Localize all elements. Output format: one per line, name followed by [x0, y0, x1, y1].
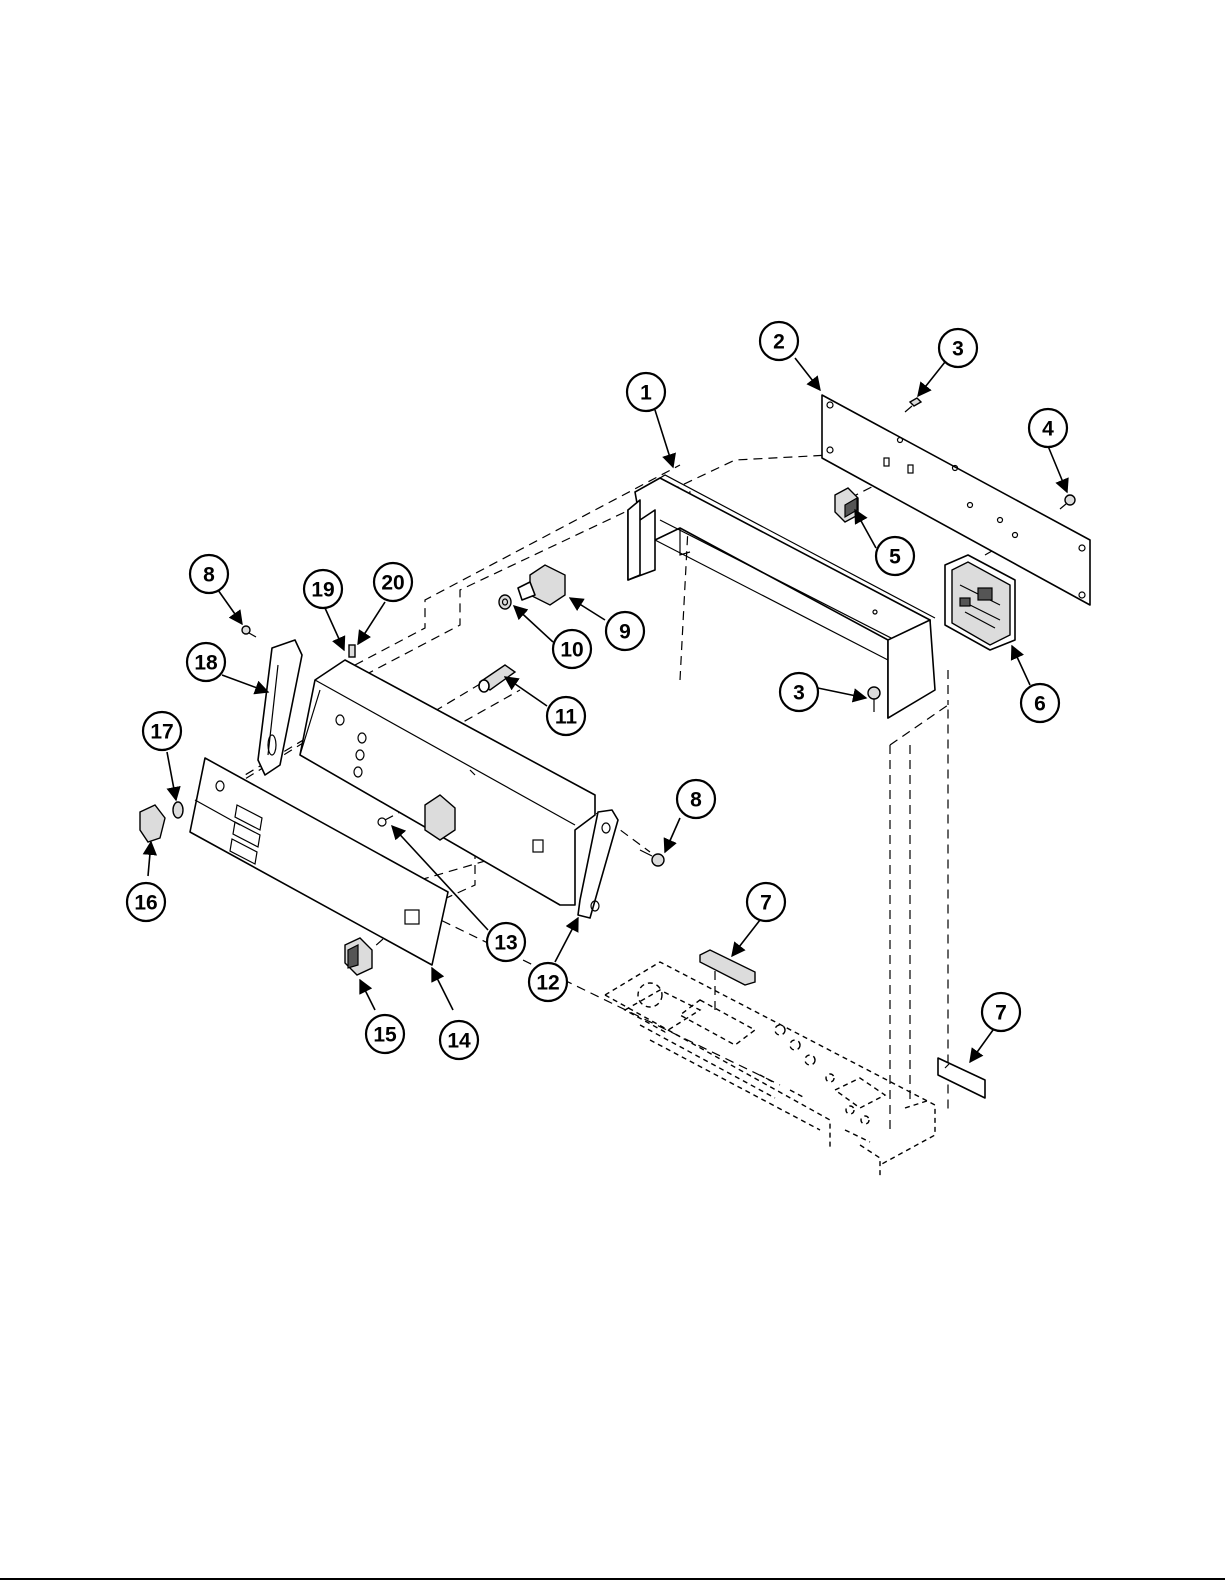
callout-10: 10: [553, 630, 591, 668]
callout-label: 2: [773, 331, 785, 354]
callout-label: 14: [447, 1030, 471, 1053]
callout-label: 9: [619, 621, 631, 644]
callout-label: 6: [1034, 693, 1046, 716]
callout-3: 3: [780, 673, 818, 711]
callout-11: 11: [547, 697, 585, 735]
console-top-panel: [628, 475, 935, 718]
cabinet-top-outline: [605, 962, 935, 1178]
callout-13: 13: [487, 923, 525, 961]
callout-label: 1: [640, 382, 652, 405]
callout-3: 3: [939, 329, 977, 367]
screw-icon: [640, 850, 664, 866]
screw-icon: [349, 645, 355, 657]
callout-label: 11: [555, 706, 578, 729]
knob-icon: [140, 805, 165, 842]
callout-19: 19: [304, 570, 342, 608]
callout-5: 5: [876, 537, 914, 575]
callout-9: 9: [606, 612, 644, 650]
callout-6: 6: [1021, 684, 1059, 722]
indicator-light-icon: [479, 665, 515, 692]
callout-label: 8: [690, 789, 702, 812]
callout-8: 8: [190, 555, 228, 593]
label-decal: [700, 950, 755, 985]
washer-icon: [173, 802, 183, 818]
callout-label: 10: [560, 639, 583, 662]
screw-icon: [868, 687, 880, 712]
callout-label: 4: [1042, 418, 1054, 441]
page-bottom-rule: [0, 1578, 1225, 1580]
callout-label: 3: [793, 682, 805, 705]
label-decal: [938, 1058, 985, 1098]
callout-16: 16: [127, 883, 165, 921]
callout-2: 2: [760, 322, 798, 360]
callout-7: 7: [982, 993, 1020, 1031]
callout-label: 3: [952, 338, 964, 361]
callout-label: 16: [134, 892, 157, 915]
washer-icon: [499, 595, 511, 609]
rotary-switch-icon: [518, 565, 565, 605]
callout-label: 15: [373, 1024, 397, 1047]
callout-20: 20: [374, 563, 412, 601]
left-end-cap: [258, 640, 302, 775]
callout-1: 1: [627, 373, 665, 411]
callout-7: 7: [747, 883, 785, 921]
right-end-cap: [578, 810, 618, 918]
callout-12: 12: [529, 963, 567, 1001]
callout-8: 8: [677, 780, 715, 818]
callout-label: 13: [494, 932, 517, 955]
screw-icon: [242, 626, 256, 637]
callout-14: 14: [440, 1021, 478, 1059]
retainer-clip-icon: [835, 488, 858, 522]
callout-18: 18: [187, 643, 225, 681]
rocker-switch-icon: [345, 938, 372, 975]
screw-icon: [1060, 495, 1075, 509]
control-board-icon: [945, 555, 1015, 650]
callout-label: 7: [760, 892, 772, 915]
callout-label: 5: [889, 546, 901, 569]
callout-label: 8: [203, 564, 215, 587]
callout-label: 17: [150, 721, 173, 744]
callout-4: 4: [1029, 409, 1067, 447]
callout-15: 15: [366, 1015, 404, 1053]
callout-label: 7: [995, 1002, 1007, 1025]
callout-label: 18: [194, 652, 218, 675]
callout-17: 17: [143, 712, 181, 750]
callout-label: 19: [311, 579, 334, 602]
callout-label: 12: [536, 972, 559, 995]
callout-label: 20: [381, 572, 404, 595]
screw-icon: [905, 398, 921, 412]
